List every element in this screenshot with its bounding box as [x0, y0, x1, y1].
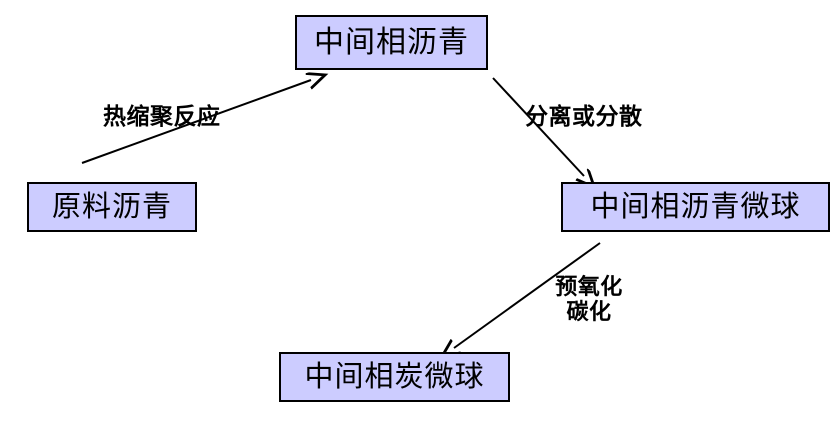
node-mesophase-pitch-microsphere[interactable]: 中间相沥青微球 — [561, 182, 830, 232]
edge-label-carbonization-line: 碳化 — [566, 298, 612, 324]
node-mesocarbon-microbead-label: 中间相炭微球 — [304, 360, 485, 393]
node-mesocarbon-microbead[interactable]: 中间相炭微球 — [279, 352, 510, 402]
edge-label-preoxidation-line: 预氧化 — [555, 274, 623, 299]
edge-label-preoxidation-carbonization: 预氧化 碳化 — [533, 274, 645, 324]
node-raw-pitch-label: 原料沥青 — [51, 190, 172, 223]
edge-label-separation-or-dispersion: 分离或分散 — [525, 104, 643, 129]
node-mesophase-pitch-microsphere-label: 中间相沥青微球 — [590, 190, 801, 223]
edge-label-thermal-polycondensation: 热缩聚反应 — [103, 104, 221, 129]
node-raw-pitch[interactable]: 原料沥青 — [27, 182, 197, 232]
node-mesophase-pitch-label: 中间相沥青 — [314, 25, 469, 59]
node-mesophase-pitch[interactable]: 中间相沥青 — [295, 15, 488, 70]
